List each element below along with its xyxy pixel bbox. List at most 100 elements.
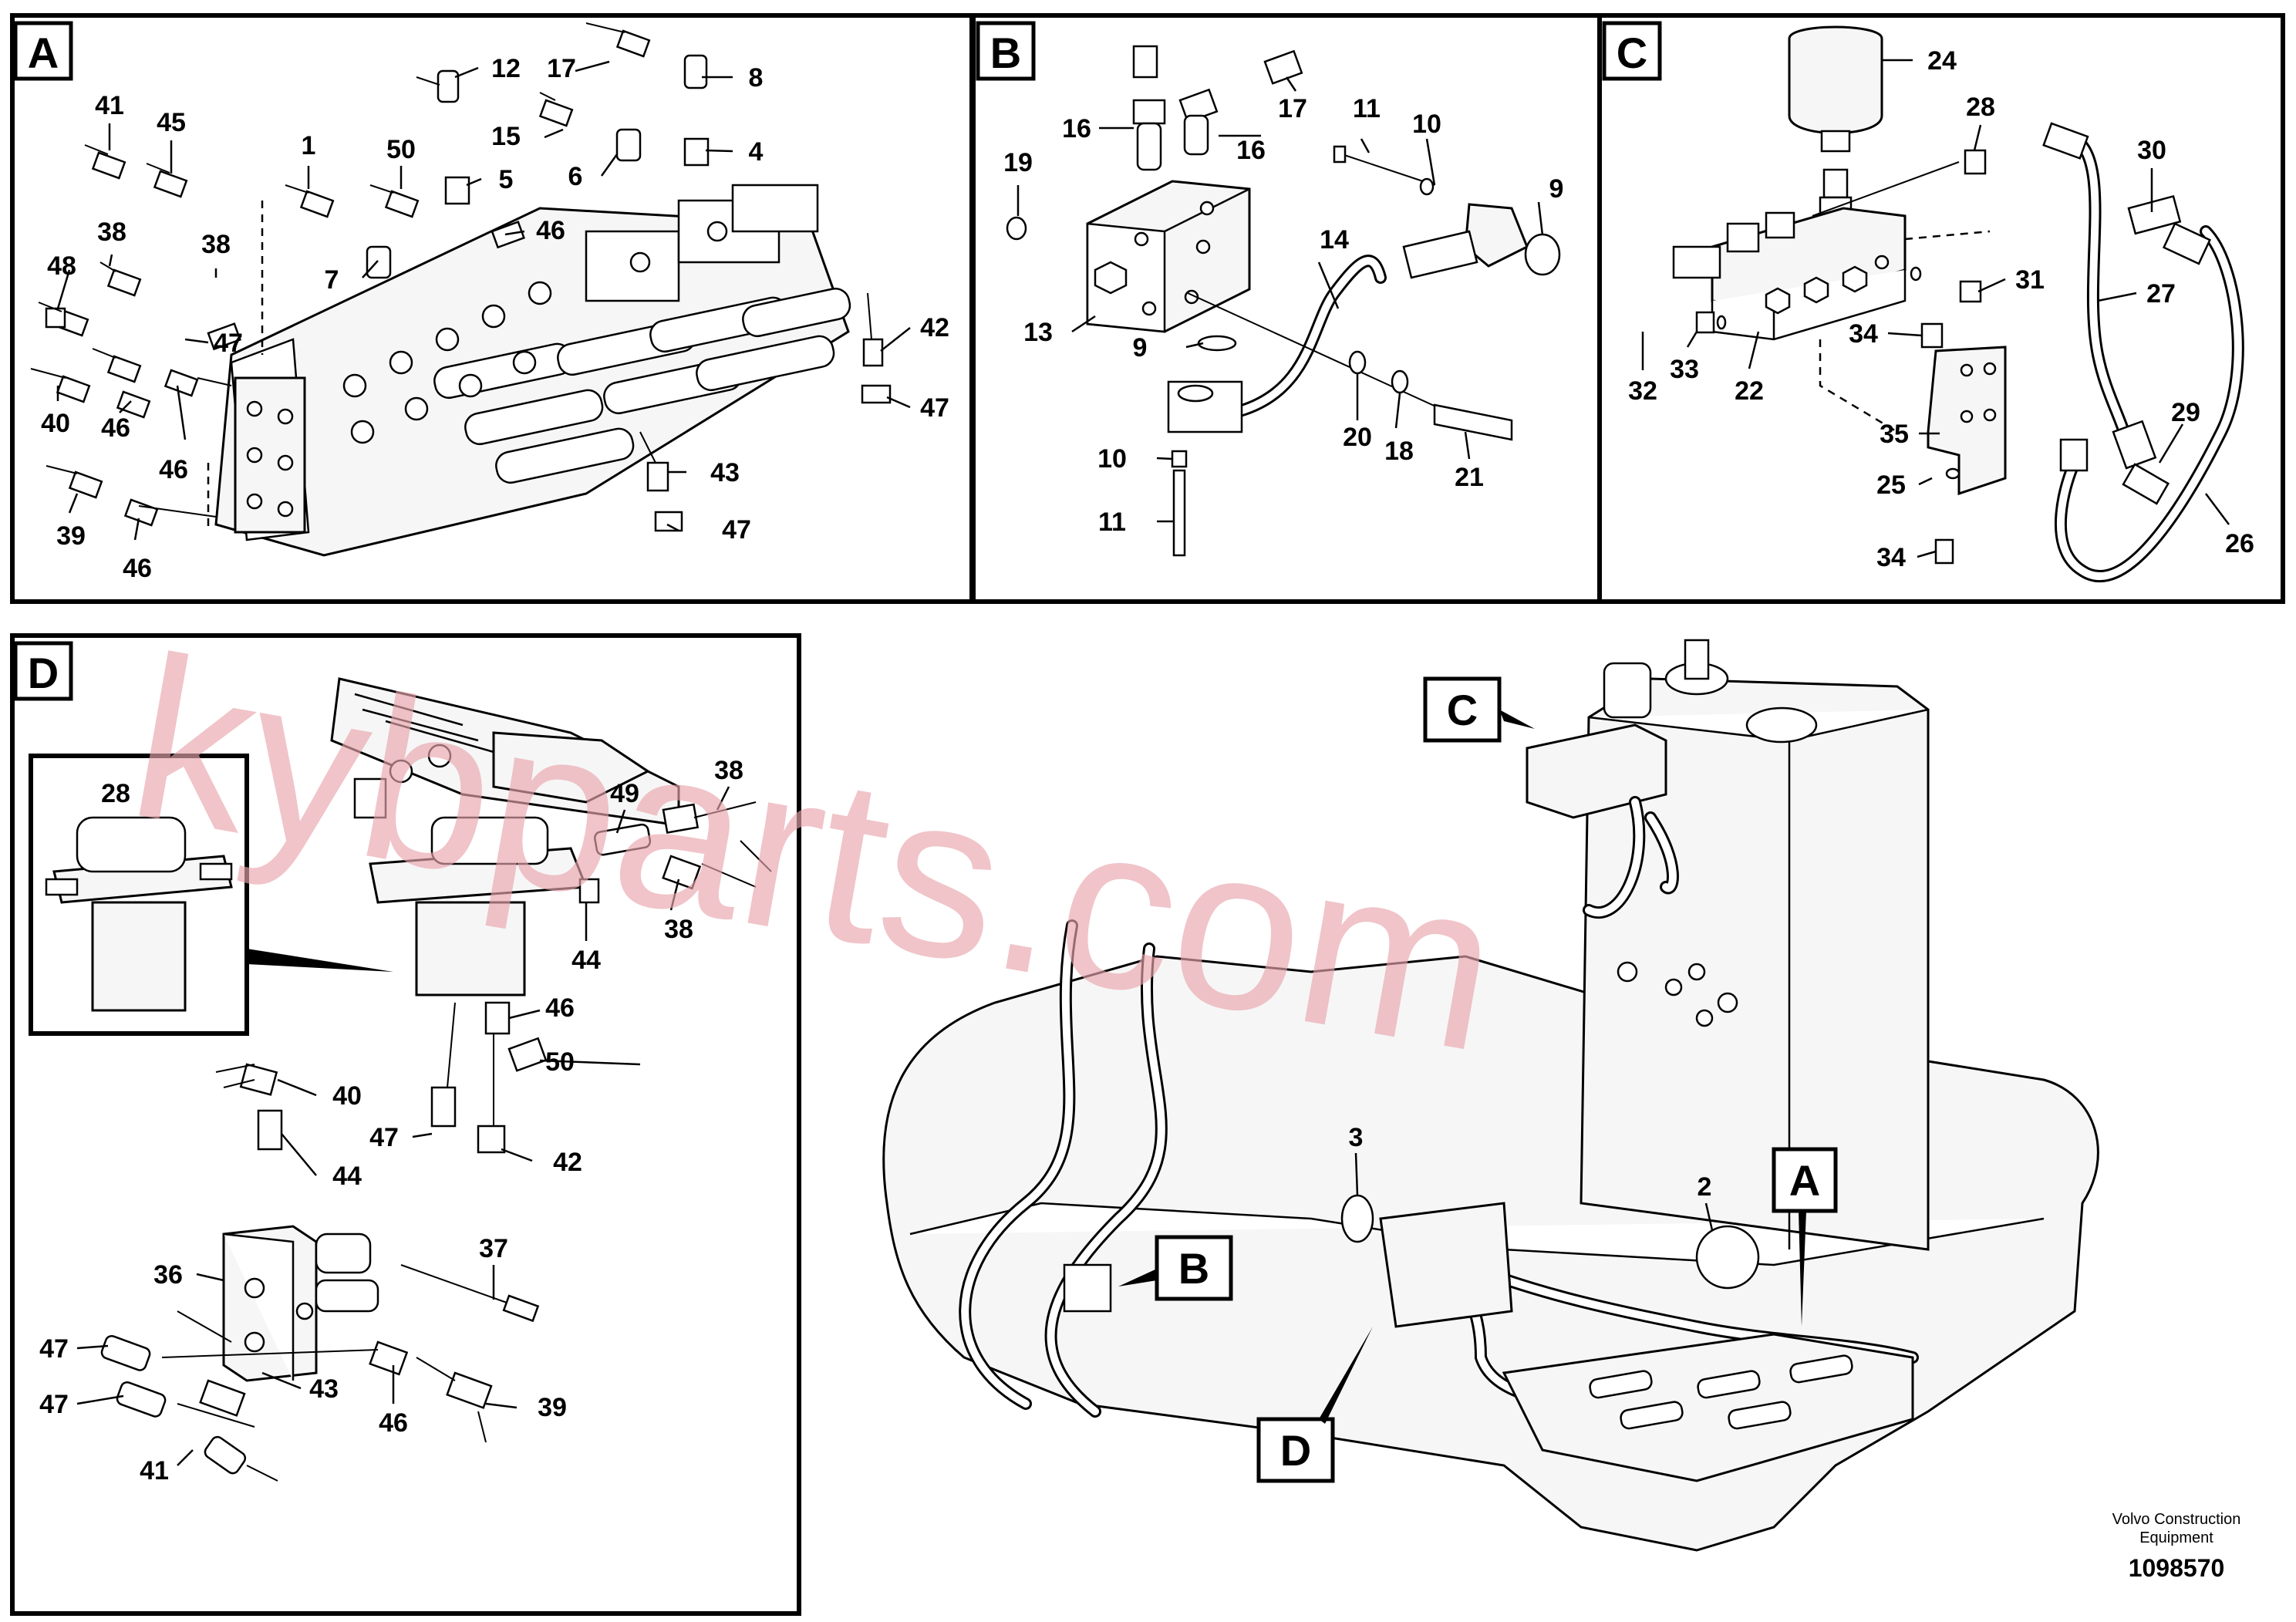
callout-c-34-bottom: 34 xyxy=(1876,543,1906,572)
overview-label-d: D xyxy=(1280,1426,1311,1475)
callout-b-10-top: 10 xyxy=(1412,110,1441,139)
company-name-line1: Volvo Construction xyxy=(2112,1511,2241,1528)
callout-a-6: 6 xyxy=(568,162,583,191)
callout-b-14: 14 xyxy=(1320,225,1349,255)
callout-b-13: 13 xyxy=(1023,318,1053,347)
callouts-d: 28 38 49 44 38 46 50 47 42 40 44 37 36 4… xyxy=(39,756,743,1485)
callout-d-40: 40 xyxy=(332,1081,362,1111)
callout-b-21: 21 xyxy=(1455,463,1484,492)
callout-c-31: 31 xyxy=(2015,265,2045,295)
overview-label-a: A xyxy=(1789,1156,1820,1205)
overview-label-c: C xyxy=(1447,686,1478,734)
callout-b-10-bottom: 10 xyxy=(1097,444,1127,474)
callout-b-11-bottom: 11 xyxy=(1098,508,1126,537)
overview-label-b: B xyxy=(1178,1244,1209,1293)
callout-a-40: 40 xyxy=(41,409,70,438)
overview-callout-3: 3 xyxy=(1349,1123,1364,1152)
callout-d-47-top: 47 xyxy=(369,1123,399,1152)
callout-c-30: 30 xyxy=(2137,136,2166,165)
callout-a-15: 15 xyxy=(491,122,521,151)
callout-a-47-bottom: 47 xyxy=(722,515,751,545)
callout-a-43: 43 xyxy=(710,458,740,487)
callout-c-34-top: 34 xyxy=(1849,319,1878,349)
callout-b-16-left: 16 xyxy=(1062,114,1091,143)
callout-a-38-right: 38 xyxy=(201,230,231,259)
control-valve-drawing xyxy=(207,184,851,557)
callout-a-4: 4 xyxy=(749,137,764,167)
callout-d-28: 28 xyxy=(101,779,130,808)
callout-a-46-mid: 46 xyxy=(101,413,130,443)
callout-d-39: 39 xyxy=(538,1393,567,1422)
callout-b-11-top: 11 xyxy=(1353,94,1381,123)
callout-d-41: 41 xyxy=(140,1456,169,1485)
company-name-line2: Equipment xyxy=(2139,1529,2213,1546)
callout-c-29: 29 xyxy=(2171,398,2200,427)
callout-d-49: 49 xyxy=(610,779,639,808)
panel-d-letter: D xyxy=(28,649,59,697)
callouts-b: 16 17 16 19 11 10 9 13 14 9 10 11 20 18 … xyxy=(1003,94,1563,537)
callout-d-46-bottom: 46 xyxy=(379,1408,408,1438)
callout-b-16-right: 16 xyxy=(1236,136,1266,165)
callout-a-46-low: 46 xyxy=(159,455,188,484)
callout-d-38-top: 38 xyxy=(714,756,743,785)
callout-c-25: 25 xyxy=(1876,470,1906,500)
callout-a-50: 50 xyxy=(386,135,416,164)
callout-c-33: 33 xyxy=(1670,355,1699,384)
callouts-a: 41 45 1 50 12 17 8 15 4 6 5 46 38 38 48 … xyxy=(41,54,949,583)
title-block: Volvo Construction Equipment 1098570 xyxy=(2112,1511,2241,1582)
valve-block-drawing xyxy=(1006,45,1561,557)
callout-a-5: 5 xyxy=(499,165,514,194)
accumulator-manifold-drawing xyxy=(1672,25,2244,582)
callout-d-47-bottom: 47 xyxy=(39,1390,69,1419)
callout-a-8: 8 xyxy=(749,63,764,93)
panel-c-letter: C xyxy=(1617,29,1647,77)
callout-a-7: 7 xyxy=(325,265,339,295)
leaders-b xyxy=(1017,76,1544,523)
panel-c: C xyxy=(1597,13,2285,604)
callout-b-20: 20 xyxy=(1343,423,1372,452)
callout-d-38-mid: 38 xyxy=(664,915,693,944)
callout-c-22: 22 xyxy=(1735,376,1764,406)
panel-b: B xyxy=(971,13,1602,604)
panel-a-letter: A xyxy=(28,29,59,77)
callout-d-44-top: 44 xyxy=(571,946,601,975)
panel-a: A xyxy=(10,13,974,604)
leaders-d xyxy=(76,786,730,1466)
callout-c-27: 27 xyxy=(2146,279,2176,309)
callout-d-44-bottom: 44 xyxy=(332,1162,362,1191)
leaders-a xyxy=(56,60,911,541)
callouts-c: 24 28 30 31 27 32 33 22 34 35 25 34 29 2… xyxy=(1628,46,2254,572)
callout-b-9-right: 9 xyxy=(1549,174,1564,204)
panel-b-letter: B xyxy=(990,29,1021,77)
callout-a-47-top: 47 xyxy=(214,329,243,358)
callout-d-47-mid: 47 xyxy=(39,1334,69,1364)
callout-a-42: 42 xyxy=(920,313,949,342)
callout-a-39: 39 xyxy=(56,521,86,551)
callout-d-36: 36 xyxy=(153,1260,183,1290)
callout-b-19: 19 xyxy=(1003,148,1033,177)
callout-d-50: 50 xyxy=(545,1047,575,1077)
callout-a-17: 17 xyxy=(547,54,576,83)
callout-d-42: 42 xyxy=(553,1148,582,1177)
callout-d-46-top: 46 xyxy=(545,993,575,1023)
callout-c-35: 35 xyxy=(1880,420,1909,449)
panel-d: D xyxy=(10,633,801,1616)
callout-c-28: 28 xyxy=(1966,93,1995,122)
callout-c-26: 26 xyxy=(2225,529,2254,558)
callout-a-38-left: 38 xyxy=(97,218,126,247)
callout-a-46: 46 xyxy=(536,216,565,245)
callout-b-18: 18 xyxy=(1384,437,1414,466)
callout-a-47-right: 47 xyxy=(920,393,949,423)
callout-d-37: 37 xyxy=(479,1234,508,1263)
leaders-c xyxy=(1641,59,2230,558)
callout-d-43: 43 xyxy=(309,1374,339,1404)
callout-c-24: 24 xyxy=(1927,46,1957,76)
callout-c-32: 32 xyxy=(1628,376,1657,406)
callout-b-17: 17 xyxy=(1278,94,1307,123)
callout-a-41: 41 xyxy=(95,91,124,120)
fittings-a xyxy=(30,22,892,532)
callout-a-48: 48 xyxy=(47,251,76,281)
overview-drawing: C A B D 3 2 xyxy=(882,639,2099,1552)
drawing-number: 1098570 xyxy=(2129,1554,2225,1582)
